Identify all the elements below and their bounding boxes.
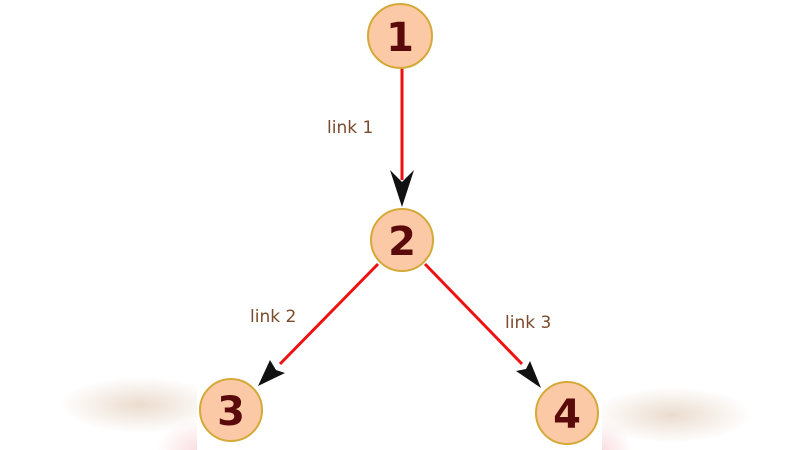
node-2-label: 2: [388, 219, 416, 265]
edge-label-link-2: link 2: [250, 307, 296, 327]
node-4-label: 4: [553, 392, 581, 438]
left-blurred-margin: [0, 0, 197, 450]
right-blurred-margin: [602, 0, 800, 450]
edge-link-1: [390, 68, 414, 207]
node-3: 3: [199, 378, 263, 442]
edge-link-3: [423, 262, 541, 388]
node-1: 1: [367, 3, 433, 69]
node-3-label: 3: [217, 389, 245, 435]
arrowhead-icon: [390, 170, 414, 207]
arrowhead-icon: [258, 360, 285, 386]
arrowhead-icon: [516, 361, 541, 388]
edge-label-link-3: link 3: [505, 313, 551, 333]
node-2: 2: [370, 208, 434, 272]
node-4: 4: [535, 381, 599, 445]
diagram-canvas: link 1 link 2 link 3 1 2 3 4: [199, 3, 599, 445]
tree-diagram: link 1 link 2 link 3 1 2 3 4: [197, 0, 602, 450]
node-1-label: 1: [386, 15, 414, 61]
edge-link-2: [258, 262, 380, 386]
edge-label-link-1: link 1: [327, 118, 373, 138]
